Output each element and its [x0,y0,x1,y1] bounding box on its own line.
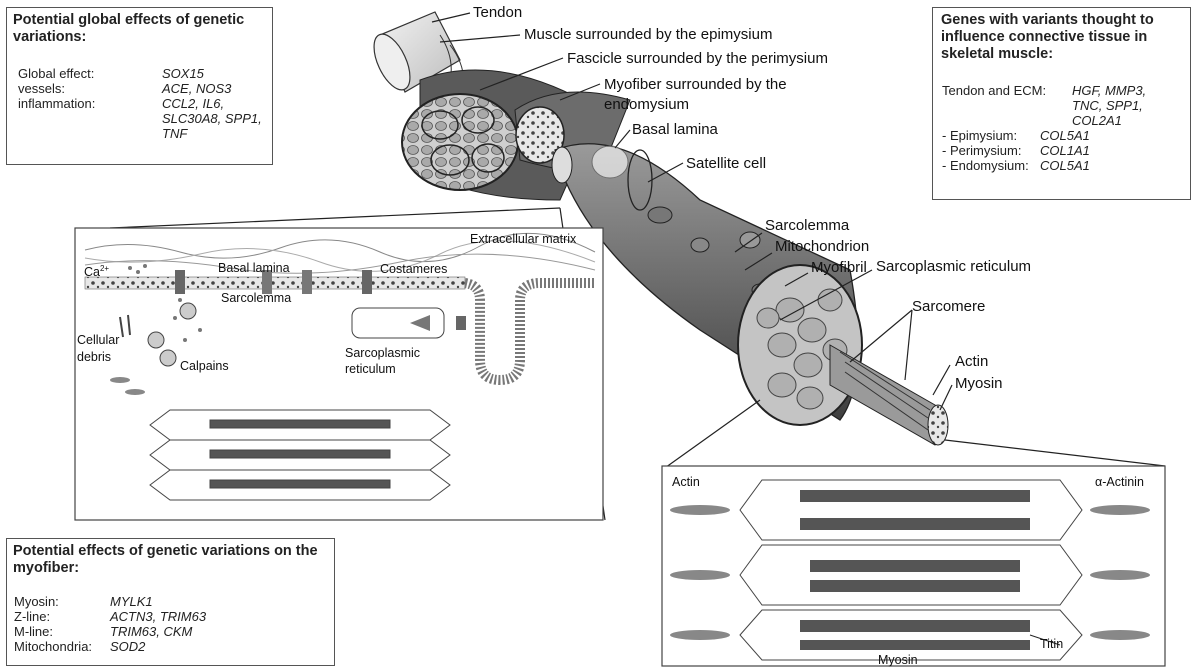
label-calcium: Ca2+ [84,264,109,279]
global-effects-title: Potential global effects of genetic vari… [13,12,266,46]
myofiber-effects-keys: Myosin: Z-line: M-line: Mitochondria: [14,594,92,654]
label-myosin: Myosin [955,375,1003,392]
label-endomysium-1: Myofiber surrounded by the [604,76,787,93]
label-alpha-actinin: α-Actinin [1095,475,1144,489]
label-inset-actin: Actin [672,475,700,489]
label-mitochondrion: Mitochondrion [775,238,869,255]
label-inset-sarcolemma: Sarcolemma [221,291,291,305]
label-ecm: Extracellular matrix [470,232,576,246]
label-actin: Actin [955,353,988,370]
label-sarcolemma: Sarcolemma [765,217,849,234]
left-inset [75,228,603,520]
label-titin: Titin [1040,637,1063,651]
label-calpains: Calpains [180,359,229,373]
label-costameres: Costameres [380,262,447,276]
right-inset [662,466,1165,666]
label-sarcoplasmic-reticulum: Sarcoplasmic reticulum [876,258,1031,275]
label-myofibril: Myofibril [811,259,867,276]
global-effects-values: SOX15 ACE, NOS3 CCL2, IL6, SLC30A8, SPP1… [162,66,262,141]
myofiber-effects-values: MYLK1 ACTN3, TRIM63 TRIM63, CKM SOD2 [110,594,206,654]
label-inset-sr-1: Sarcoplasmic [345,346,420,360]
label-cellular: Cellular [77,333,119,347]
label-epimysium: Muscle surrounded by the epimysium [524,26,772,43]
label-endomysium-2: endomysium [604,96,689,113]
connective-genes-keys: Tendon and ECM: - Epimysium: - Perimysiu… [942,83,1046,173]
label-satellite-cell: Satellite cell [686,155,766,172]
global-effects-keys: Global effect: vessels: inflammation: [18,66,95,111]
myofiber-effects-title: Potential effects of genetic variations … [13,543,328,577]
label-basal-lamina: Basal lamina [632,121,718,138]
label-debris: debris [77,350,111,364]
label-inset-myosin: Myosin [878,653,918,667]
connective-genes-values: HGF, MMP3, TNC, SPP1, COL2A1 [1072,83,1146,128]
connective-genes-values-2: COL5A1 COL1A1 COL5A1 [1040,128,1090,173]
label-tendon: Tendon [473,4,522,21]
connective-genes-title: Genes with variants thought to influence… [941,12,1182,63]
label-inset-sr-2: reticulum [345,362,396,376]
myofibril-shape [830,345,948,445]
label-perimysium: Fascicle surrounded by the perimysium [567,50,828,67]
label-sarcomere: Sarcomere [912,298,985,315]
myofiber-cross-section [738,265,862,425]
label-inset-basal-lamina: Basal lamina [218,261,290,275]
